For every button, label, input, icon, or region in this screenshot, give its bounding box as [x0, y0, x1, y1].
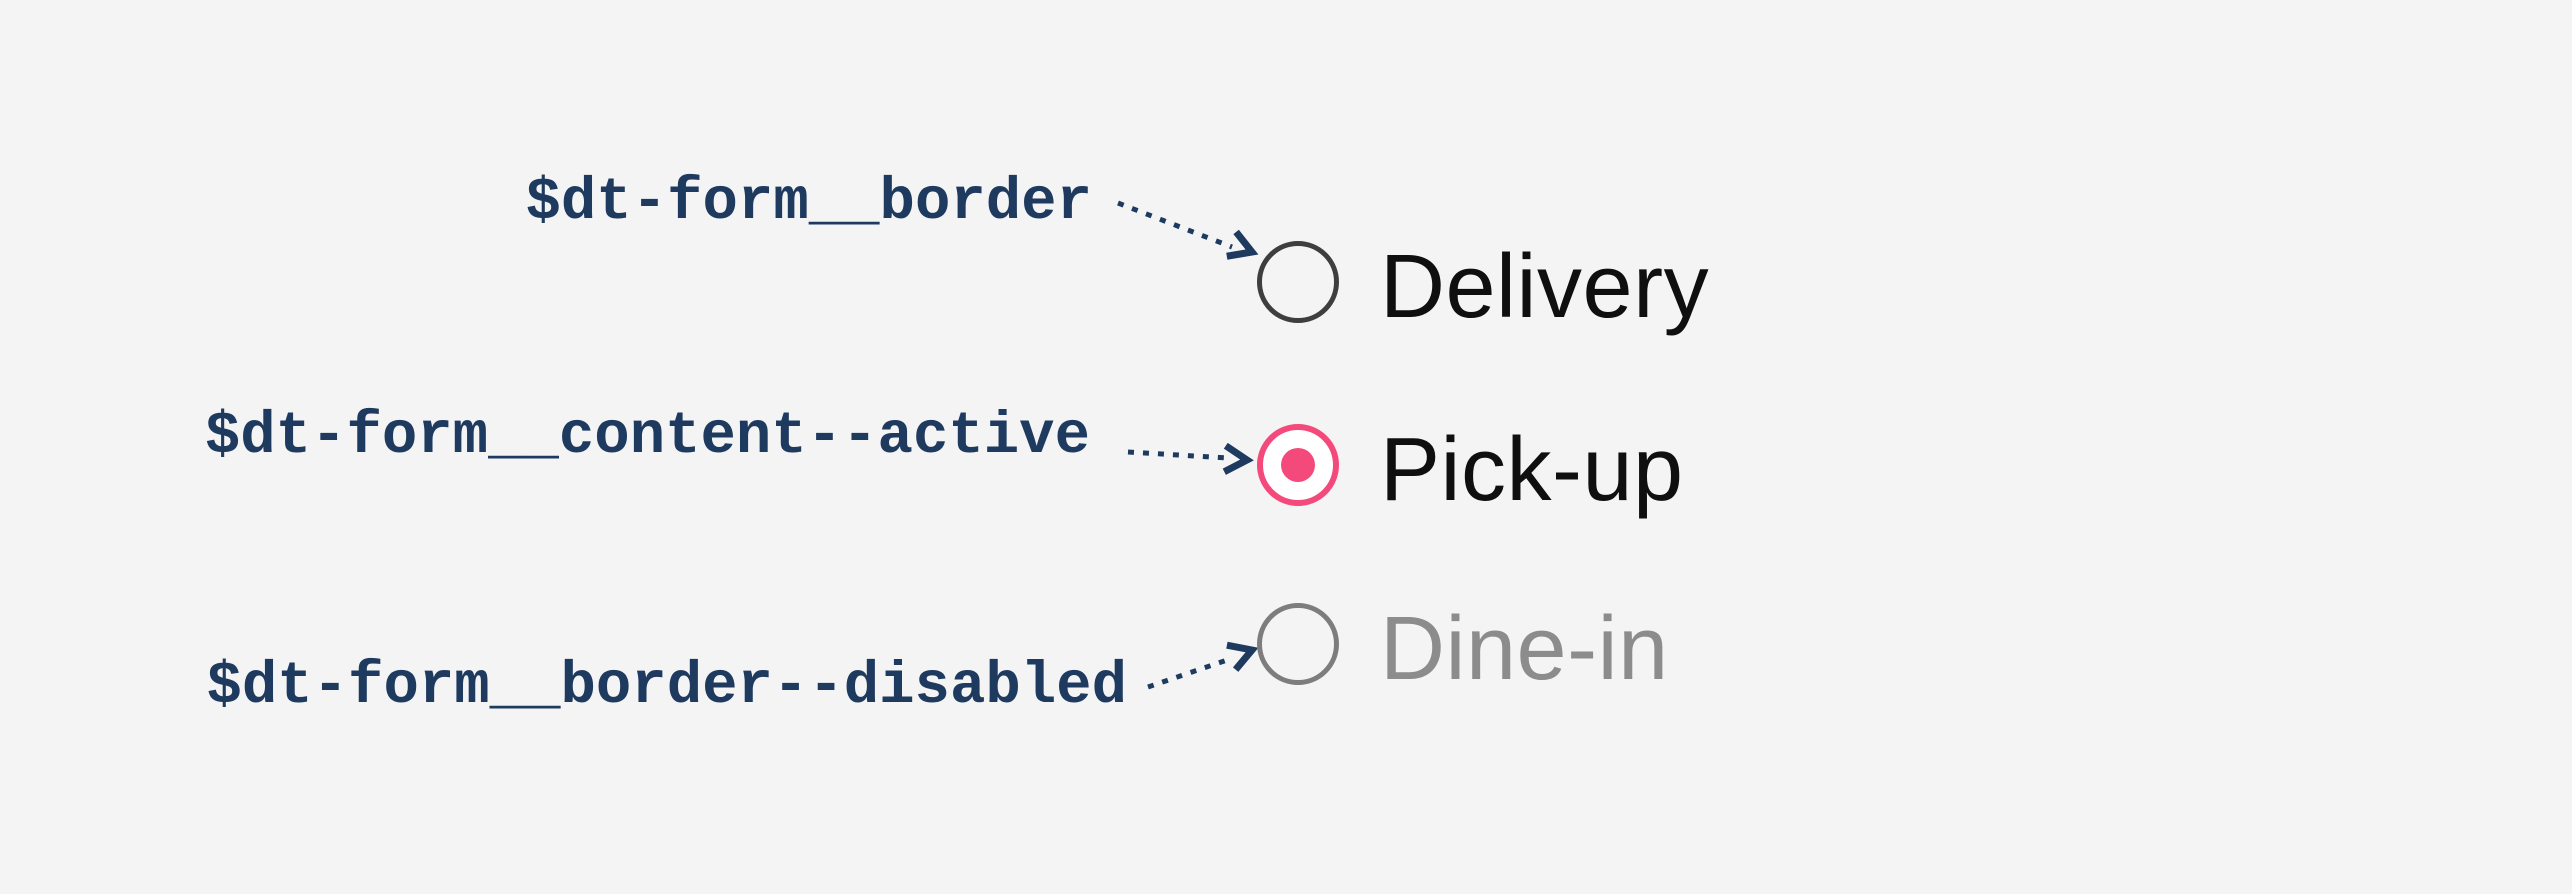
- token-label-content-active: $dt-form__content--active: [204, 403, 1090, 470]
- radio-label-pickup[interactable]: Pick-up: [1380, 420, 1684, 520]
- radio-pickup[interactable]: [1257, 424, 1339, 506]
- dotted-arrow-icon-up-right: [1147, 641, 1259, 690]
- token-label-border: $dt-form__border: [525, 169, 1093, 236]
- radio-label-dinein: Dine-in: [1380, 599, 1669, 699]
- radio-label-delivery[interactable]: Delivery: [1380, 237, 1710, 337]
- radio-dinein: [1257, 603, 1339, 685]
- radio-delivery[interactable]: [1257, 241, 1339, 323]
- token-label-border-disabled: $dt-form__border--disabled: [206, 653, 1127, 720]
- dotted-arrow-icon-down-right: [1117, 200, 1259, 260]
- radio-selected-dot: [1281, 448, 1315, 482]
- dotted-arrow-icon-right: [1127, 442, 1254, 475]
